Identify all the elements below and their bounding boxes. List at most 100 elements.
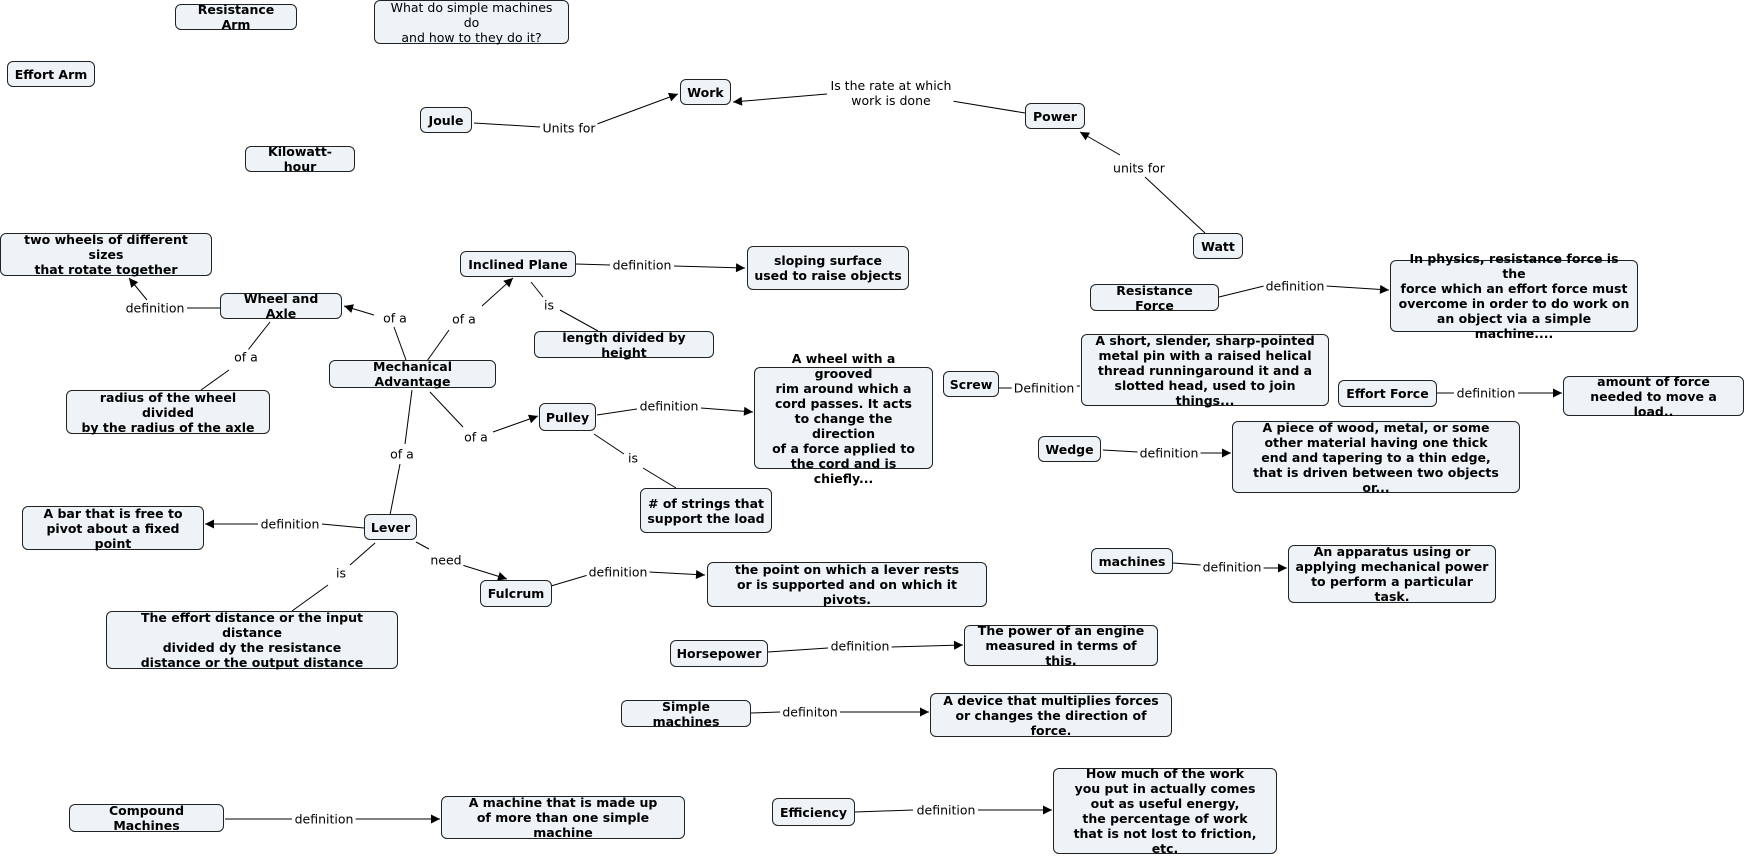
link-label-of-a: of a [381, 310, 409, 326]
concept-screw[interactable]: Screw [943, 371, 999, 397]
concept-point-on-which-lever-rests[interactable]: the point on which a lever rests or is s… [707, 562, 987, 607]
link-line [559, 309, 599, 332]
link-line [343, 304, 375, 316]
link-label-definition: definition [1200, 559, 1264, 575]
concept-watt[interactable]: Watt [1193, 233, 1243, 259]
concept-effort-force-definition[interactable]: amount of force needed to move a load.. [1563, 374, 1744, 419]
link-label-definition: definition [828, 638, 892, 654]
link-label-of-a: of a [388, 446, 416, 462]
link-line [750, 711, 781, 714]
link-line [596, 408, 638, 416]
concept-effort-arm[interactable]: Effort Arm [7, 61, 95, 87]
link-line [550, 574, 589, 587]
concept-power[interactable]: Power [1025, 103, 1085, 129]
concept-wheel-and-axle[interactable]: Wheel and Axle [220, 291, 342, 321]
link-line [673, 263, 746, 273]
concept-resistance-force-definition[interactable]: In physics, resistance force is the forc… [1390, 251, 1638, 341]
link-line [648, 570, 706, 580]
link-line [767, 647, 829, 653]
link-line [890, 640, 964, 650]
link-line [404, 389, 413, 445]
link-line [393, 326, 407, 361]
link-label-definition: definition [292, 811, 356, 827]
link-label-is: is [334, 565, 348, 581]
link-line [389, 463, 401, 516]
link-label-definition: definition [1454, 385, 1518, 401]
link-line [1144, 176, 1206, 234]
link-line [575, 263, 611, 266]
concept-efficiency[interactable]: Efficiency [772, 798, 855, 826]
link-label-definition: definition [637, 398, 701, 414]
concept-horsepower-definition[interactable]: The power of an engine measured in terms… [964, 623, 1158, 668]
concept-wedge[interactable]: Wedge [1038, 436, 1101, 462]
concept-fulcrum[interactable]: Fulcrum [480, 580, 552, 607]
link-label-definition: definition [914, 802, 978, 818]
link-line [415, 541, 430, 550]
link-line [349, 542, 376, 566]
link-line [642, 467, 677, 489]
concept-resistance-arm[interactable]: Resistance Arm [175, 2, 297, 32]
link-line [321, 523, 365, 529]
link-label-of-a: of a [462, 429, 490, 445]
link-label-of-a: of a [232, 349, 260, 365]
concept-wedge-definition[interactable]: A piece of wood, metal, or some other ma… [1232, 420, 1520, 495]
concept-length-divided-by-height[interactable]: length divided by height [534, 330, 714, 360]
link-line [1102, 449, 1139, 453]
concept-grooved-wheel[interactable]: A wheel with a grooved rim around which … [754, 351, 933, 486]
concept-inclined-plane[interactable]: Inclined Plane [460, 251, 576, 277]
link-line [461, 564, 508, 581]
concept-kilowatt-hour[interactable]: Kilowatt-hour [245, 144, 355, 174]
concept-mechanical-advantage[interactable]: Mechanical Advantage [329, 359, 496, 389]
concept-horsepower[interactable]: Horsepower [670, 640, 768, 667]
link-line [732, 93, 828, 106]
link-line [1218, 285, 1265, 298]
concept-machines[interactable]: machines [1091, 548, 1173, 574]
concept-simple-machines[interactable]: Simple machines [621, 699, 751, 729]
link-label-units-for: units for [1111, 160, 1167, 176]
concept-resistance-force[interactable]: Resistance Force [1090, 283, 1219, 313]
concept-effort-distance[interactable]: The effort distance or the input distanc… [106, 610, 398, 670]
link-label-rate: Is the rate at which work is done [828, 78, 954, 108]
link-line [426, 329, 450, 362]
link-label-definition: definition [610, 257, 674, 273]
link-line [951, 100, 1026, 114]
link-label-of-a: of a [450, 311, 478, 327]
link-label-is: is [542, 297, 556, 313]
link-line [593, 433, 625, 455]
concept-radius-of-wheel[interactable]: radius of the wheel divided by the radiu… [66, 390, 270, 435]
concept-work[interactable]: Work [680, 79, 731, 105]
link-label-definition: definition [123, 300, 187, 316]
concept-lever[interactable]: Lever [364, 514, 417, 540]
concept-simple-machines-definition[interactable]: A device that multiplies forces or chang… [930, 693, 1172, 738]
link-line [492, 414, 539, 433]
concept-pulley[interactable]: Pulley [539, 403, 596, 431]
concept-compound-machines[interactable]: Compound Machines [69, 803, 224, 833]
link-label-definition: definition [586, 564, 650, 580]
concept-two-wheels[interactable]: two wheels of different sizes that rotat… [0, 232, 212, 277]
concept-joule[interactable]: Joule [420, 107, 472, 133]
link-line [128, 277, 148, 301]
link-label-definition: definition [1137, 445, 1201, 461]
link-line [854, 809, 914, 813]
concept-compound-machines-definition[interactable]: A machine that is made up of more than o… [441, 795, 685, 840]
link-line [1172, 562, 1202, 566]
concept-bar-free-to-pivot[interactable]: A bar that is free to pivot about a fixe… [22, 506, 204, 551]
concept-effort-force[interactable]: Effort Force [1338, 380, 1437, 407]
link-line [247, 321, 271, 351]
link-line [530, 281, 544, 298]
link-line [473, 122, 541, 128]
concept-strings-support-load[interactable]: # of strings that support the load [640, 488, 772, 533]
link-label-definition: definition [258, 516, 322, 532]
link-line [596, 92, 679, 125]
concept-efficiency-definition[interactable]: How much of the work you put in actually… [1053, 766, 1277, 856]
link-label-need: need [428, 552, 464, 568]
concept-machines-definition[interactable]: An apparatus using or applying mechanica… [1288, 544, 1496, 604]
link-line [291, 584, 329, 612]
link-label-is: is [626, 450, 640, 466]
concept-sloping-surface[interactable]: sloping surface used to raise objects [747, 246, 909, 290]
link-label-definition: Definition [1011, 380, 1077, 396]
link-line [481, 277, 514, 307]
concept-screw-definition[interactable]: A short, slender, sharp-pointed metal pi… [1081, 333, 1329, 408]
concept-focus-question[interactable]: What do simple machines do and how to th… [374, 0, 569, 45]
